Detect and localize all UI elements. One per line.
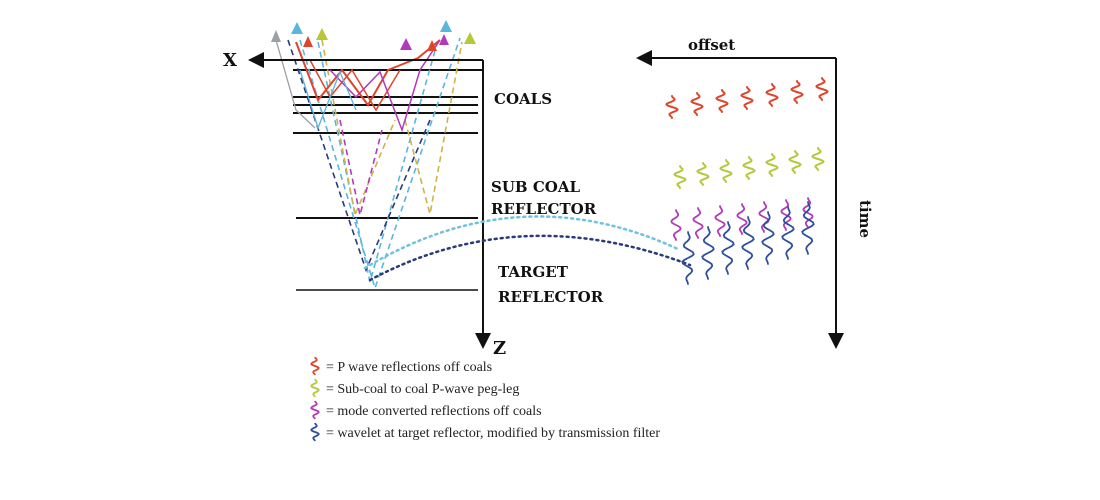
target-label-line2: REFLECTOR: [498, 288, 604, 306]
coal-multiples: [275, 39, 441, 133]
target-wavelet: [761, 211, 775, 265]
mode-converted-wavelet: [758, 201, 770, 233]
ray-arrow-gray: [271, 30, 281, 42]
ray-arrow-cyan-2: [440, 20, 452, 32]
peg-leg-wavelet: [719, 159, 733, 183]
blue-wavelet-icon: [310, 422, 320, 442]
p-wave-coal-wavelet: [715, 89, 729, 113]
coals-label: COALS: [494, 90, 552, 108]
purple-wavelet-icon: [310, 400, 320, 420]
target-wavelet: [801, 201, 815, 255]
legend-entry-text: = wavelet at target reflector, modified …: [326, 426, 660, 441]
subcoal-ray-tan-left: [321, 39, 396, 218]
peg-leg-wavelet: [696, 162, 710, 186]
legend-entry-text: = Sub-coal to coal P-wave peg-leg: [326, 382, 519, 397]
z-axis-label: Z: [493, 338, 506, 359]
ray-arrow-purple-1: [400, 38, 412, 50]
time-axis-label: time: [856, 200, 874, 238]
target-label-line1: TARGET: [498, 263, 569, 281]
p-wave-coal-wavelet: [790, 80, 804, 104]
arc-dark-blue: [368, 234, 692, 282]
peg-leg-wavelet: [811, 147, 825, 171]
target-ray-blue-left: [299, 37, 461, 291]
seismic-gather: offset time: [636, 36, 874, 349]
gather-connection-arcs: [363, 215, 692, 282]
offset-axis-label: offset: [688, 36, 735, 54]
ray-arrow-cyan-1: [291, 22, 303, 34]
target-wavelet: [721, 221, 735, 275]
peg-leg-wavelet: [742, 156, 756, 180]
wavelet-rows: [665, 77, 829, 285]
legend-entry-text: = mode converted reflections off coals: [326, 404, 542, 419]
coal-ray-purple-1: [329, 39, 441, 133]
sub-coal-label-line1: SUB COAL: [491, 178, 580, 196]
ray-arrow-green-1: [316, 28, 328, 40]
target-wavelet: [701, 226, 715, 280]
legend-entry-text: = P wave reflections off coals: [326, 360, 492, 375]
target-ray-blue-inner: [317, 39, 439, 283]
target-wavelet: [681, 231, 695, 285]
mode-converted-wavelet: [692, 207, 704, 239]
green-wavelet-icon: [310, 378, 320, 398]
peg-leg-wavelet: [765, 153, 779, 177]
ray-arrow-green-2: [464, 32, 476, 44]
subcoal-ray-tan-right: [404, 41, 463, 215]
mode-converted-wavelet: [736, 203, 748, 235]
x-axis-label: X: [223, 50, 237, 71]
ray-arrow-red-1: [303, 36, 313, 47]
sub-coal-label-line2: REFLECTOR: [491, 200, 597, 218]
target-wavelet: [741, 216, 755, 270]
coal-ray-red-1: [295, 39, 441, 107]
dashed-ray-paths: [287, 37, 463, 291]
arc-light-blue: [363, 215, 682, 270]
target-wavelet: [781, 206, 795, 260]
ray-arrow-purple-2: [439, 34, 449, 45]
coal-ray-gray-1: [275, 39, 316, 129]
subcoal-ray-purple: [339, 119, 383, 216]
p-wave-coal-wavelet: [740, 86, 754, 110]
p-wave-coal-wavelet: [815, 77, 829, 101]
legend: = P wave reflections off coals = Sub-coal…: [310, 356, 660, 442]
p-wave-coal-wavelet: [690, 92, 704, 116]
coal-ray-red-2: [309, 59, 401, 112]
p-wave-coal-wavelet: [665, 95, 679, 119]
mode-converted-wavelet: [714, 205, 726, 237]
coal-ray-blue-1: [299, 69, 357, 130]
ray-arrow-red-2: [427, 40, 437, 51]
red-wavelet-icon: [310, 356, 320, 376]
mode-converted-wavelet: [802, 197, 814, 229]
peg-leg-wavelet: [673, 165, 687, 189]
ray-arrowheads: [271, 20, 476, 51]
mode-converted-wavelet: [780, 199, 792, 231]
p-wave-coal-wavelet: [765, 83, 779, 107]
mode-converted-wavelet: [670, 209, 682, 241]
peg-leg-wavelet: [788, 150, 802, 174]
cross-section: X Z COALS SUB COAL REFLECTOR TARGET REFL…: [223, 20, 604, 359]
